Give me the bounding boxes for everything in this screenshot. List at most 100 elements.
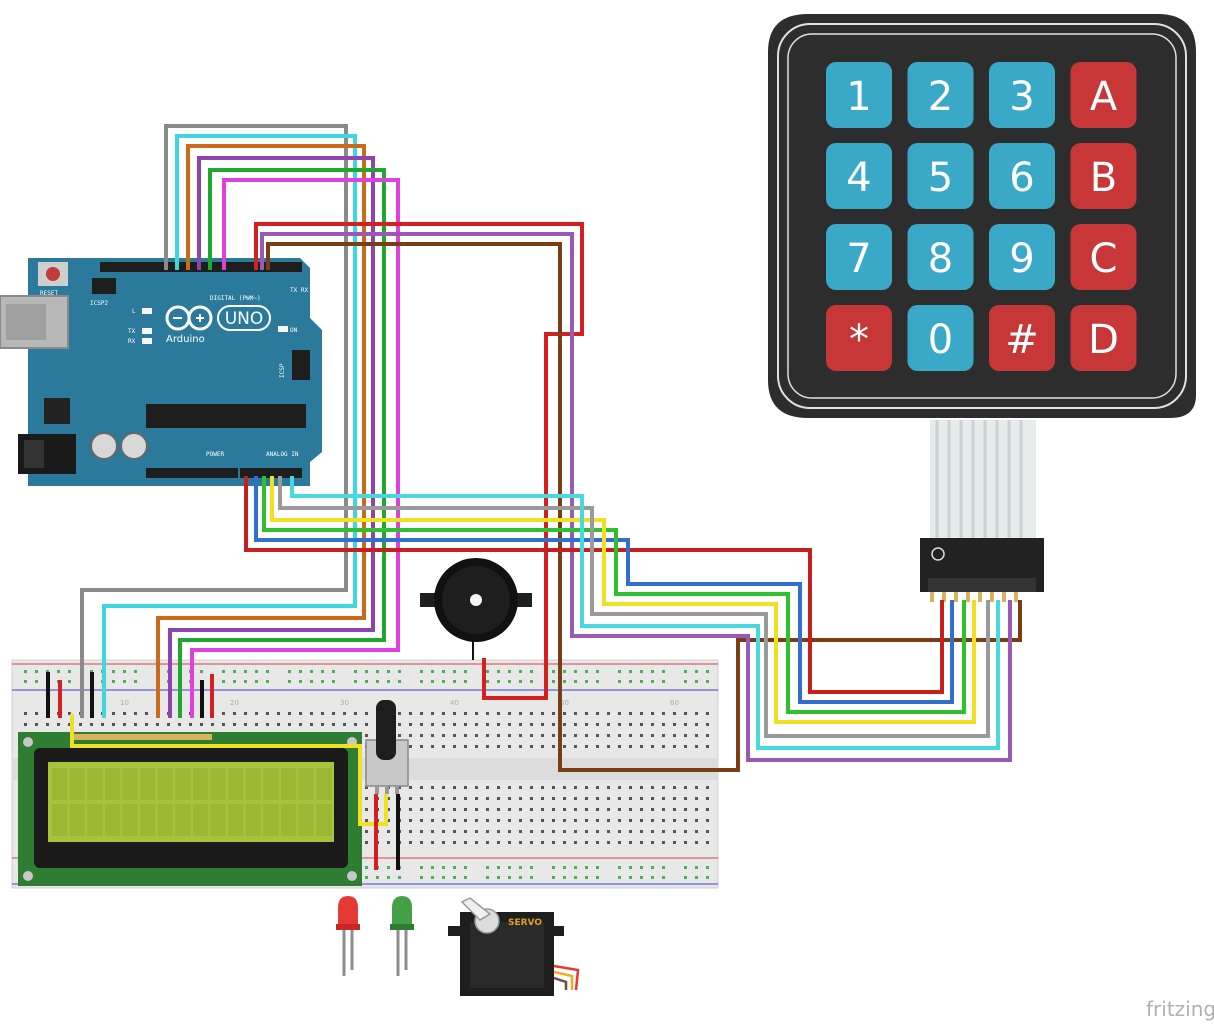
- icsp2-header: [92, 278, 116, 294]
- lcd-char-cells: [52, 768, 332, 836]
- wire-purple-lcd: [168, 156, 375, 718]
- keypad-key-B[interactable]: B: [1070, 143, 1137, 209]
- bb-col-50: 50: [560, 699, 569, 707]
- keypad-key-2[interactable]: 2: [907, 62, 974, 128]
- capacitor-2: [120, 432, 148, 460]
- red-led: [336, 896, 360, 976]
- icsp2-label: ICSP2: [90, 300, 108, 307]
- keypad-ribbon-cable: [930, 420, 1036, 542]
- wire-cyan-analog: [290, 476, 1000, 750]
- on-label: ON: [290, 327, 298, 334]
- wire-blue-analog: [254, 476, 954, 704]
- reset-label: RESET: [40, 290, 58, 297]
- svg-text:2: 2: [928, 74, 953, 120]
- keypad-key-1[interactable]: 1: [826, 62, 892, 128]
- svg-text:*: *: [849, 317, 869, 363]
- tx-label: TX: [128, 328, 136, 335]
- atmega-chip: [146, 404, 306, 428]
- svg-text:3: 3: [1009, 74, 1034, 120]
- l-label: L: [132, 308, 136, 315]
- tx-led: [142, 328, 152, 334]
- keypad-key-C[interactable]: C: [1070, 224, 1137, 290]
- icsp-label: ICSP: [279, 363, 286, 378]
- green-led: [390, 896, 414, 976]
- keypad-key-9[interactable]: 9: [989, 224, 1055, 290]
- keypad-key-0[interactable]: 0: [907, 305, 974, 371]
- wire-yellow-analog: [270, 476, 976, 724]
- wire-orange-lcd: [156, 144, 366, 718]
- potentiometer: [365, 700, 409, 794]
- keypad-key-8[interactable]: 8: [907, 224, 974, 290]
- keypad-key-6[interactable]: 6: [989, 143, 1055, 209]
- power-label: POWER: [206, 451, 224, 458]
- servo-label: SERVO: [508, 918, 542, 928]
- keypad-connector: [920, 538, 1044, 602]
- wire-gray-analog: [278, 476, 990, 738]
- svg-text:8: 8: [928, 236, 953, 282]
- keypad-key-hash[interactable]: #: [989, 305, 1055, 371]
- power-header: [146, 468, 238, 478]
- wire-cyan-lcd: [102, 134, 357, 718]
- wire-gray-lcd: [80, 124, 348, 718]
- svg-text:B: B: [1090, 155, 1117, 201]
- svg-text:C: C: [1090, 236, 1118, 282]
- svg-text:A: A: [1090, 74, 1118, 120]
- arduino-brand-text: Arduino: [166, 334, 205, 345]
- wire-brown-keypad: [266, 242, 1022, 772]
- wire-green-lcd: [178, 168, 386, 718]
- keypad-key-7[interactable]: 7: [826, 224, 892, 290]
- svg-text:#: #: [1005, 317, 1039, 363]
- bb-col-30: 30: [340, 699, 349, 707]
- bb-col-60: 60: [670, 699, 679, 707]
- lcd-16x2-display: [18, 732, 362, 886]
- on-led: [278, 326, 288, 332]
- wires: [46, 124, 1022, 870]
- keypad-inner-outline: [787, 33, 1177, 399]
- svg-text:0: 0: [928, 317, 953, 363]
- reset-button-cap[interactable]: [46, 267, 60, 281]
- svg-text:D: D: [1088, 317, 1119, 363]
- voltage-regulator: [44, 398, 70, 424]
- keypad-key-D[interactable]: D: [1070, 305, 1137, 371]
- fritzing-watermark: fritzing: [1146, 997, 1214, 1021]
- bb-col-40: 40: [450, 699, 459, 707]
- wire-green-analog: [262, 476, 966, 714]
- bb-col-10: 10: [120, 699, 129, 707]
- analog-header: [240, 468, 302, 478]
- keypad-key-A[interactable]: A: [1070, 62, 1137, 128]
- bb-col-20: 20: [230, 699, 239, 707]
- rx-label: RX: [128, 338, 136, 345]
- arduino-logo: UNO Arduino: [165, 305, 271, 345]
- tx-rx-pin-labels: TX RX: [290, 287, 308, 294]
- uno-logo-text: UNO: [225, 309, 264, 329]
- arduino-uno-board: RESET DIGITAL (PWM~) TX RX ICSP2 L TX RX…: [0, 258, 322, 486]
- dc-power-jack-inner: [24, 440, 44, 468]
- keypad-4x4: 1 2 3 A 4 5 6 B 7 8 9 C * 0 # D: [768, 14, 1196, 602]
- svg-text:5: 5: [928, 155, 953, 201]
- svg-text:4: 4: [846, 155, 871, 201]
- wire-magenta-lcd: [190, 178, 400, 718]
- svg-text:6: 6: [1009, 155, 1034, 201]
- servo-motor: SERVO: [448, 897, 580, 996]
- svg-text:9: 9: [1009, 236, 1034, 282]
- keypad-key-4[interactable]: 4: [826, 143, 892, 209]
- digital-label: DIGITAL (PWM~): [210, 295, 261, 302]
- potentiometer-knob[interactable]: [376, 700, 396, 760]
- keypad-key-5[interactable]: 5: [907, 143, 974, 209]
- keypad-key-3[interactable]: 3: [989, 62, 1055, 128]
- analog-label: ANALOG IN: [266, 451, 299, 458]
- svg-text:1: 1: [846, 74, 871, 120]
- piezo-buzzer: [420, 558, 532, 660]
- keypad-outline: [777, 23, 1187, 409]
- svg-text:7: 7: [846, 236, 871, 282]
- jumper-yellow-lcd: [70, 714, 388, 826]
- l-led: [142, 308, 152, 314]
- wire-red-analog: [244, 476, 944, 694]
- capacitor-1: [90, 432, 118, 460]
- rx-led: [142, 338, 152, 344]
- usb-port-inner: [6, 304, 46, 340]
- wire-red-buzzer: [254, 222, 584, 700]
- keypad-key-star[interactable]: *: [826, 305, 892, 371]
- wire-purple-2: [260, 232, 1012, 762]
